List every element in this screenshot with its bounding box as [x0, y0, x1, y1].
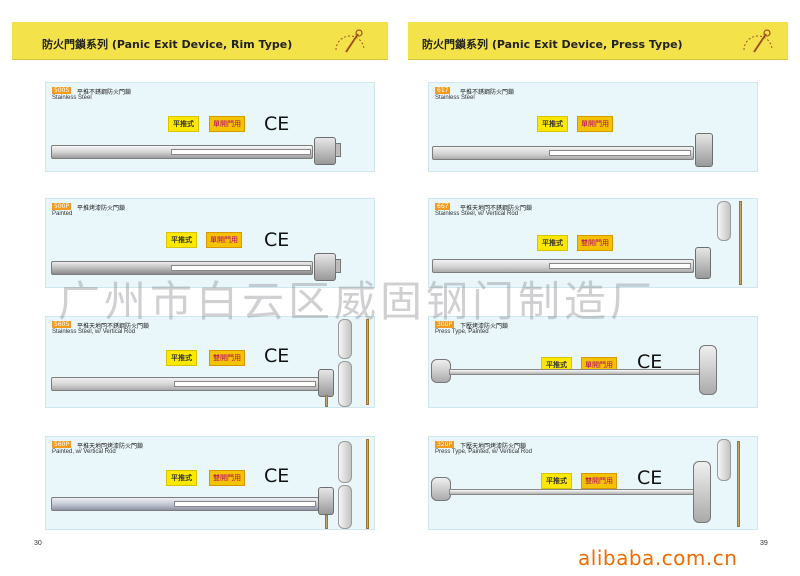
product-name-cn: 下壓烤漆防火門鎖	[460, 323, 509, 330]
product-name-en: Painted, w/ Vertical Rod	[52, 449, 116, 455]
press-bar-image	[449, 489, 703, 495]
ce-mark: CE	[264, 229, 290, 251]
product-code-badge: 560P	[52, 441, 72, 448]
ce-mark: CE	[264, 113, 290, 135]
press-mount-left	[431, 477, 451, 501]
door-type-tag: 雙開門用	[209, 470, 245, 486]
product-card: 560S 平推天地閂不銹鋼防火門鎖 Stainless Steel, w/ Ve…	[45, 316, 375, 408]
press-mount-right	[693, 461, 711, 523]
vertical-rod-stub	[325, 395, 328, 407]
product-code-badge: 300P	[435, 321, 455, 328]
rod-lock-head	[318, 369, 334, 397]
push-type-tag: 平推式	[541, 473, 572, 489]
product-name-en: Painted	[52, 211, 73, 217]
right-banner: 防火門鎖系列 (Panic Exit Device, Press Type)	[408, 22, 788, 60]
rim-lock-head	[314, 137, 336, 165]
vertical-rod	[366, 439, 369, 529]
watermark-text: 广州市白云区威固钢门制造厂	[58, 277, 657, 326]
vertical-rod	[739, 201, 742, 285]
press-bar-image	[449, 369, 705, 375]
product-code-badge: 500P	[52, 203, 72, 210]
ce-mark: CE	[637, 351, 663, 373]
brand-logo-left	[330, 28, 370, 62]
ce-mark: CE	[264, 465, 290, 487]
door-type-tag: 雙開門用	[581, 473, 617, 489]
push-pad	[174, 501, 316, 507]
product-name-en: Stainless Steel, w/ Vertical Rod	[435, 211, 519, 217]
push-type-tag: 平推式	[537, 235, 568, 251]
product-card: 300P 下壓烤漆防火門鎖 Press Type, Painted 平推式 單開…	[428, 316, 758, 408]
vertical-rod	[366, 319, 369, 405]
door-type-tag: 單開門用	[206, 232, 242, 248]
vertical-rod-stub	[325, 515, 328, 529]
product-name-en: Stainless Steel	[435, 95, 475, 101]
rim-lock-head	[695, 133, 713, 167]
product-name-cn: 平推不銹鋼防火門鎖	[460, 89, 515, 96]
product-name-cn: 平推不銹鋼防火門鎖	[77, 89, 132, 96]
product-code-badge: 500S	[52, 87, 72, 94]
latch-cap	[335, 259, 341, 273]
product-code-badge: 617	[435, 87, 451, 94]
push-pad	[549, 150, 691, 156]
source-watermark: alibaba.com.cn	[578, 546, 738, 570]
rod-lock-head	[318, 487, 334, 515]
product-code-badge: 560S	[52, 321, 72, 328]
door-type-tag: 單開門用	[209, 116, 245, 132]
rod-lock-head	[695, 247, 711, 279]
product-name-en: Press Type, Painted	[435, 329, 489, 335]
bottom-latch	[338, 485, 352, 529]
push-type-tag: 平推式	[166, 350, 197, 366]
top-latch	[717, 439, 731, 481]
product-name-cn: 平推烤漆防火門鎖	[77, 205, 126, 212]
product-code-badge: 320P	[435, 441, 455, 448]
product-card: 500S 平推不銹鋼防火門鎖 Stainless Steel 平推式 單開門用 …	[45, 82, 375, 172]
product-code-badge: 667	[435, 203, 451, 210]
left-page: 防火門鎖系列 (Panic Exit Device, Rim Type) 500…	[12, 22, 388, 547]
product-name-cn: 平推天地閂烤漆防火門鎖	[77, 443, 144, 450]
door-type-tag: 雙開門用	[209, 350, 245, 366]
ce-mark: CE	[637, 467, 663, 489]
product-name-en: Stainless Steel, w/ Vertical Rod	[52, 329, 136, 335]
product-name-en: Stainless Steel	[52, 95, 92, 101]
push-pad	[171, 149, 311, 155]
right-page-title: 防火門鎖系列 (Panic Exit Device, Press Type)	[422, 38, 683, 51]
top-latch	[338, 441, 352, 483]
push-type-tag: 平推式	[537, 116, 568, 132]
product-name-en: Press Type, Painted, w/ Vertical Rod	[435, 449, 532, 455]
push-pad	[171, 265, 311, 271]
latch-cap	[335, 143, 341, 157]
door-type-tag: 雙開門用	[577, 235, 613, 251]
product-card: 617 平推不銹鋼防火門鎖 Stainless Steel 平推式 單開門用	[428, 82, 758, 172]
push-pad	[174, 381, 316, 387]
push-pad	[549, 263, 691, 269]
push-type-tag: 平推式	[166, 470, 197, 486]
left-page-number: 30	[34, 540, 42, 547]
top-latch	[338, 319, 352, 359]
push-type-tag: 平推式	[166, 232, 197, 248]
push-type-tag: 平推式	[168, 116, 199, 132]
product-card: 500P 平推烤漆防火門鎖 Painted 平推式 單開門用 CE	[45, 198, 375, 288]
product-card: 560P 平推天地閂烤漆防火門鎖 Painted, w/ Vertical Ro…	[45, 436, 375, 530]
product-name-cn: 平推天地閂不銹鋼防火門鎖	[460, 205, 533, 212]
brand-logo-right	[738, 28, 778, 62]
press-mount-right	[699, 345, 717, 395]
ce-mark: CE	[264, 345, 290, 367]
door-type-tag: 單開門用	[577, 116, 613, 132]
bottom-latch	[338, 361, 352, 407]
left-page-title: 防火門鎖系列 (Panic Exit Device, Rim Type)	[42, 38, 293, 51]
key-emblem-icon	[335, 29, 365, 53]
right-page-number: 39	[760, 540, 768, 547]
product-card: 320P 下壓天地閂烤漆防火門鎖 Press Type, Painted, w/…	[428, 436, 758, 530]
product-name-cn: 下壓天地閂烤漆防火門鎖	[460, 443, 527, 450]
key-emblem-icon	[743, 29, 773, 53]
right-page: 防火門鎖系列 (Panic Exit Device, Press Type) 6…	[400, 0, 800, 576]
product-name-cn: 平推天地閂不銹鋼防火門鎖	[77, 323, 150, 330]
press-mount-left	[431, 359, 451, 383]
top-latch	[717, 201, 731, 241]
left-banner: 防火門鎖系列 (Panic Exit Device, Rim Type)	[12, 22, 388, 60]
vertical-rod	[737, 441, 740, 527]
product-card: 667 平推天地閂不銹鋼防火門鎖 Stainless Steel, w/ Ver…	[428, 198, 758, 288]
